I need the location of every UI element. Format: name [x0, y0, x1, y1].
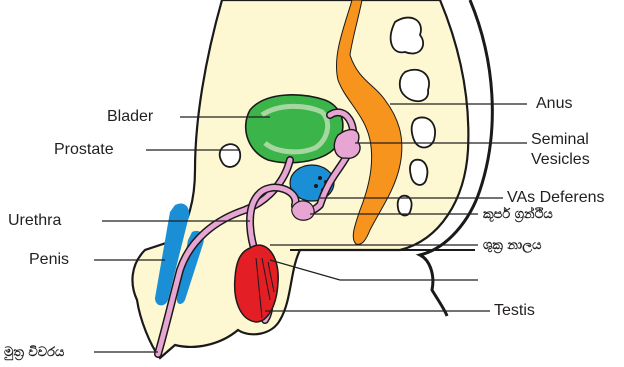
label-anus: Anus	[536, 95, 572, 113]
label-urinary-opening: මුත්‍ර විවරය	[4, 344, 64, 362]
label-seminal: Seminal	[531, 131, 589, 149]
label-bladder: Blader	[107, 108, 153, 126]
label-penis: Penis	[29, 251, 69, 269]
cowpers-gland-shape	[292, 201, 314, 220]
label-vesicles: Vesicles	[531, 151, 590, 169]
label-urethra: Urethra	[8, 212, 61, 230]
label-cowpers-gland: කූපර් ග්‍රන්ථිය	[483, 206, 553, 224]
label-vas-deferens: VAs Deferens	[507, 189, 605, 207]
label-sperm-duct: ශුක්‍ර නාලය	[483, 237, 541, 255]
label-prostate: Prostate	[54, 141, 114, 159]
label-testis: Testis	[494, 302, 535, 320]
